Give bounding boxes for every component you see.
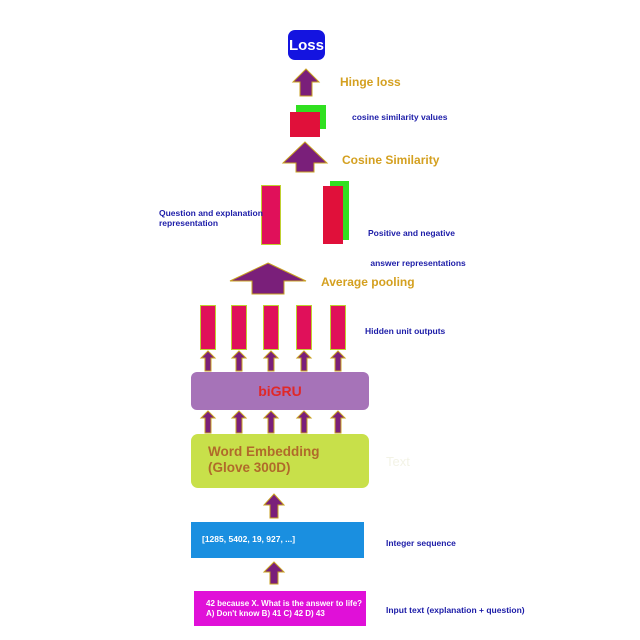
cosine-similarity-label: Cosine Similarity (342, 153, 440, 167)
arrow-embed-5 (329, 410, 347, 434)
cosine-value-block-red (290, 112, 320, 137)
hidden-unit-outputs-label: Hidden unit outputs (365, 326, 446, 336)
loss-node: Loss (288, 30, 325, 60)
word-embedding-line1: Word Embedding (208, 444, 320, 459)
average-pooling-label: Average pooling (321, 275, 415, 289)
integer-sequence-node: [1285, 5402, 19, 927, ...] (191, 522, 364, 558)
question-representation-bar (261, 185, 281, 245)
arrow-hidden-5 (329, 350, 347, 372)
hidden-unit-bar-5 (330, 305, 346, 350)
arrow-embed-4 (295, 410, 313, 434)
arrow-input-to-int (262, 561, 286, 585)
pos-neg-answer-label: Positive and negative answer representat… (368, 208, 466, 278)
bigru-node: biGRU (191, 372, 369, 410)
answer-representation-bar-red (323, 186, 343, 244)
arrow-to-loss (291, 68, 321, 97)
hinge-loss-label: Hinge loss (340, 75, 401, 89)
question-explanation-label: Question and explanation representation (159, 208, 263, 228)
pos-neg-line2: answer representations (368, 258, 466, 268)
integer-sequence-label: Integer sequence (386, 538, 456, 548)
arrow-average-pooling (229, 262, 307, 295)
arrow-hidden-3 (262, 350, 280, 372)
text-ghost-label: Text (386, 454, 410, 469)
hidden-unit-bar-4 (296, 305, 312, 350)
input-text-label: Input text (explanation + question) (386, 605, 525, 615)
arrow-embed-3 (262, 410, 280, 434)
word-embedding-line2: (Glove 300D) (208, 460, 291, 475)
pos-neg-line1: Positive and negative (368, 228, 455, 238)
input-text-node: 42 because X. What is the answer to life… (194, 591, 366, 626)
hidden-unit-bar-3 (263, 305, 279, 350)
arrow-hidden-1 (199, 350, 217, 372)
arrow-cosine-similarity (281, 141, 329, 173)
word-embedding-node: Word Embedding (Glove 300D) (191, 434, 369, 488)
arrow-embed-2 (230, 410, 248, 434)
hidden-unit-bar-1 (200, 305, 216, 350)
cosine-similarity-values-label: cosine similarity values (352, 112, 448, 122)
question-explanation-line2: representation (159, 218, 219, 228)
hidden-unit-bar-2 (231, 305, 247, 350)
arrow-hidden-2 (230, 350, 248, 372)
arrow-hidden-4 (295, 350, 313, 372)
arrow-embed-1 (199, 410, 217, 434)
question-explanation-line1: Question and explanation (159, 208, 263, 218)
arrow-int-to-embed (262, 493, 286, 519)
